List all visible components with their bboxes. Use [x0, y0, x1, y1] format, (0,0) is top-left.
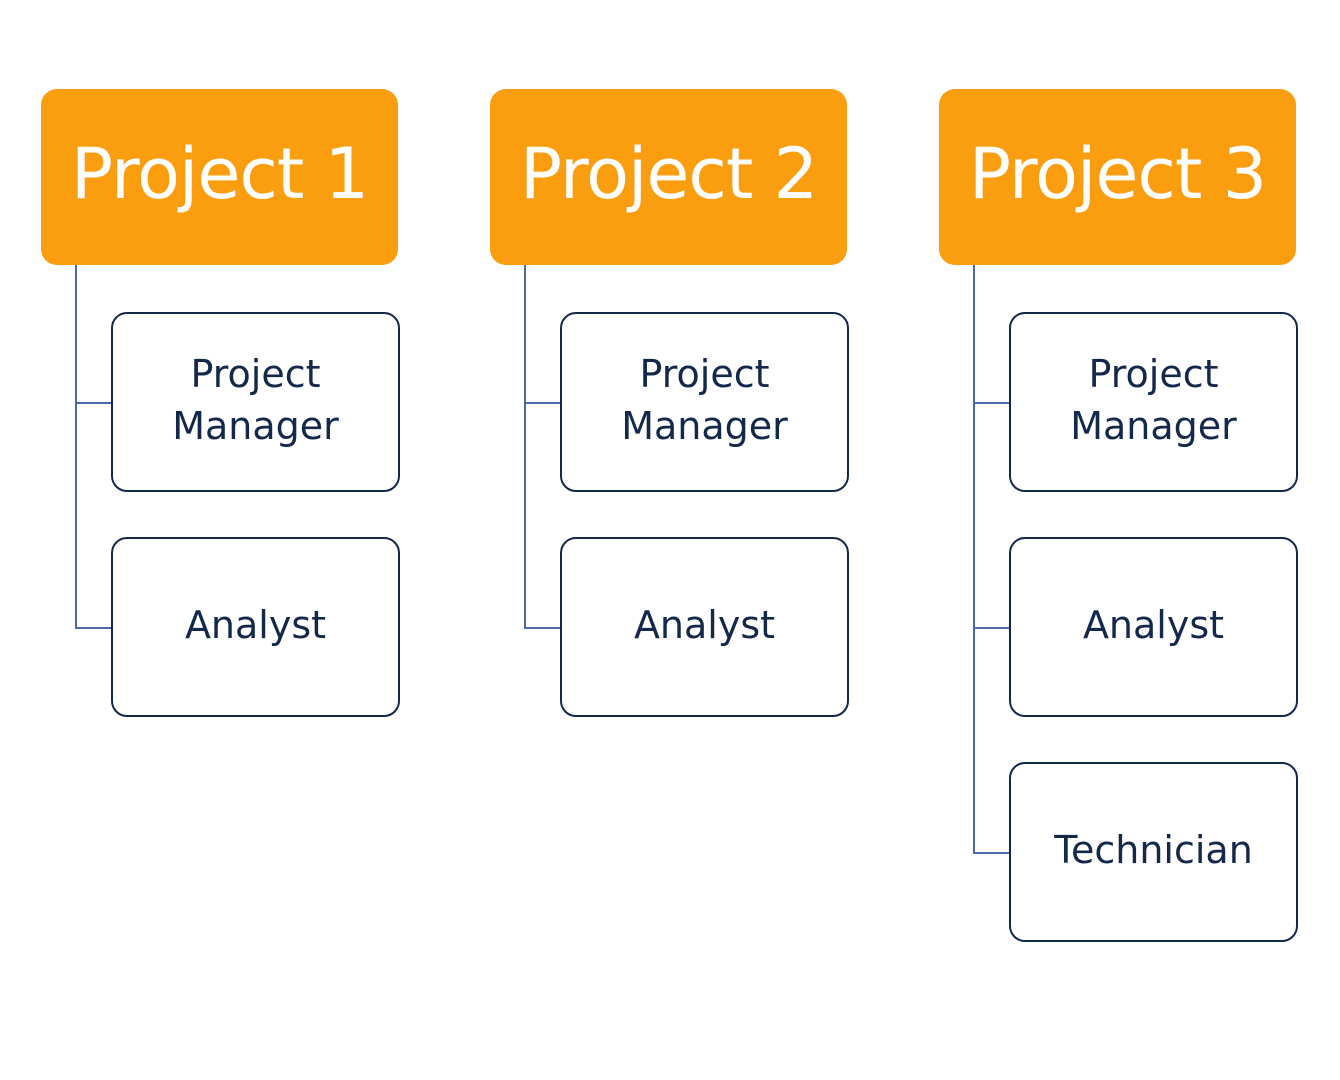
project-header[interactable]: Project 1: [41, 89, 398, 265]
role-box[interactable]: Analyst: [1009, 537, 1298, 717]
role-box[interactable]: Analyst: [560, 537, 849, 717]
role-box[interactable]: Project Manager: [111, 312, 400, 492]
connector-branch: [524, 402, 561, 404]
project-header[interactable]: Project 3: [939, 89, 1296, 265]
connector-branch: [973, 402, 1010, 404]
connector-branch: [75, 627, 112, 629]
connector-branch: [75, 402, 112, 404]
role-box[interactable]: Project Manager: [560, 312, 849, 492]
connector-branch: [973, 627, 1010, 629]
connector-branch: [524, 627, 561, 629]
role-box[interactable]: Technician: [1009, 762, 1298, 942]
project-header[interactable]: Project 2: [490, 89, 847, 265]
connector-trunk: [524, 265, 526, 628]
role-box[interactable]: Analyst: [111, 537, 400, 717]
connector-branch: [973, 852, 1010, 854]
role-box[interactable]: Project Manager: [1009, 312, 1298, 492]
connector-trunk: [75, 265, 77, 628]
connector-trunk: [973, 265, 975, 853]
